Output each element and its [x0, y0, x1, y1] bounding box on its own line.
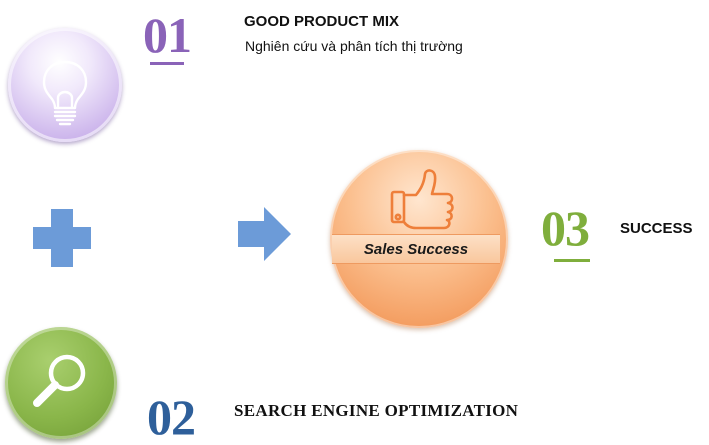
step-02-title: SEARCH ENGINE OPTIMIZATION [234, 401, 519, 420]
step-02-number: 02 [147, 389, 196, 445]
lightbulb-icon [42, 60, 88, 126]
arrow-right-icon [238, 207, 291, 261]
thumbs-up-icon [390, 169, 454, 230]
step-03-number: 03 [541, 200, 590, 256]
lightbulb-circle [8, 28, 122, 142]
sales-success-label: Sales Success [332, 234, 500, 264]
step-01-number: 01 [143, 7, 192, 63]
plus-icon [33, 209, 91, 267]
magnifier-circle [5, 327, 117, 439]
step-01-title: GOOD PRODUCT MIX [244, 13, 400, 30]
step-03-title: SUCCESS [620, 220, 693, 237]
step-03-underline [554, 259, 590, 262]
step-01-subtitle: Nghiên cứu và phân tích thị trường [245, 38, 463, 54]
magnifier-icon [33, 354, 86, 407]
step-01-underline [150, 62, 184, 65]
